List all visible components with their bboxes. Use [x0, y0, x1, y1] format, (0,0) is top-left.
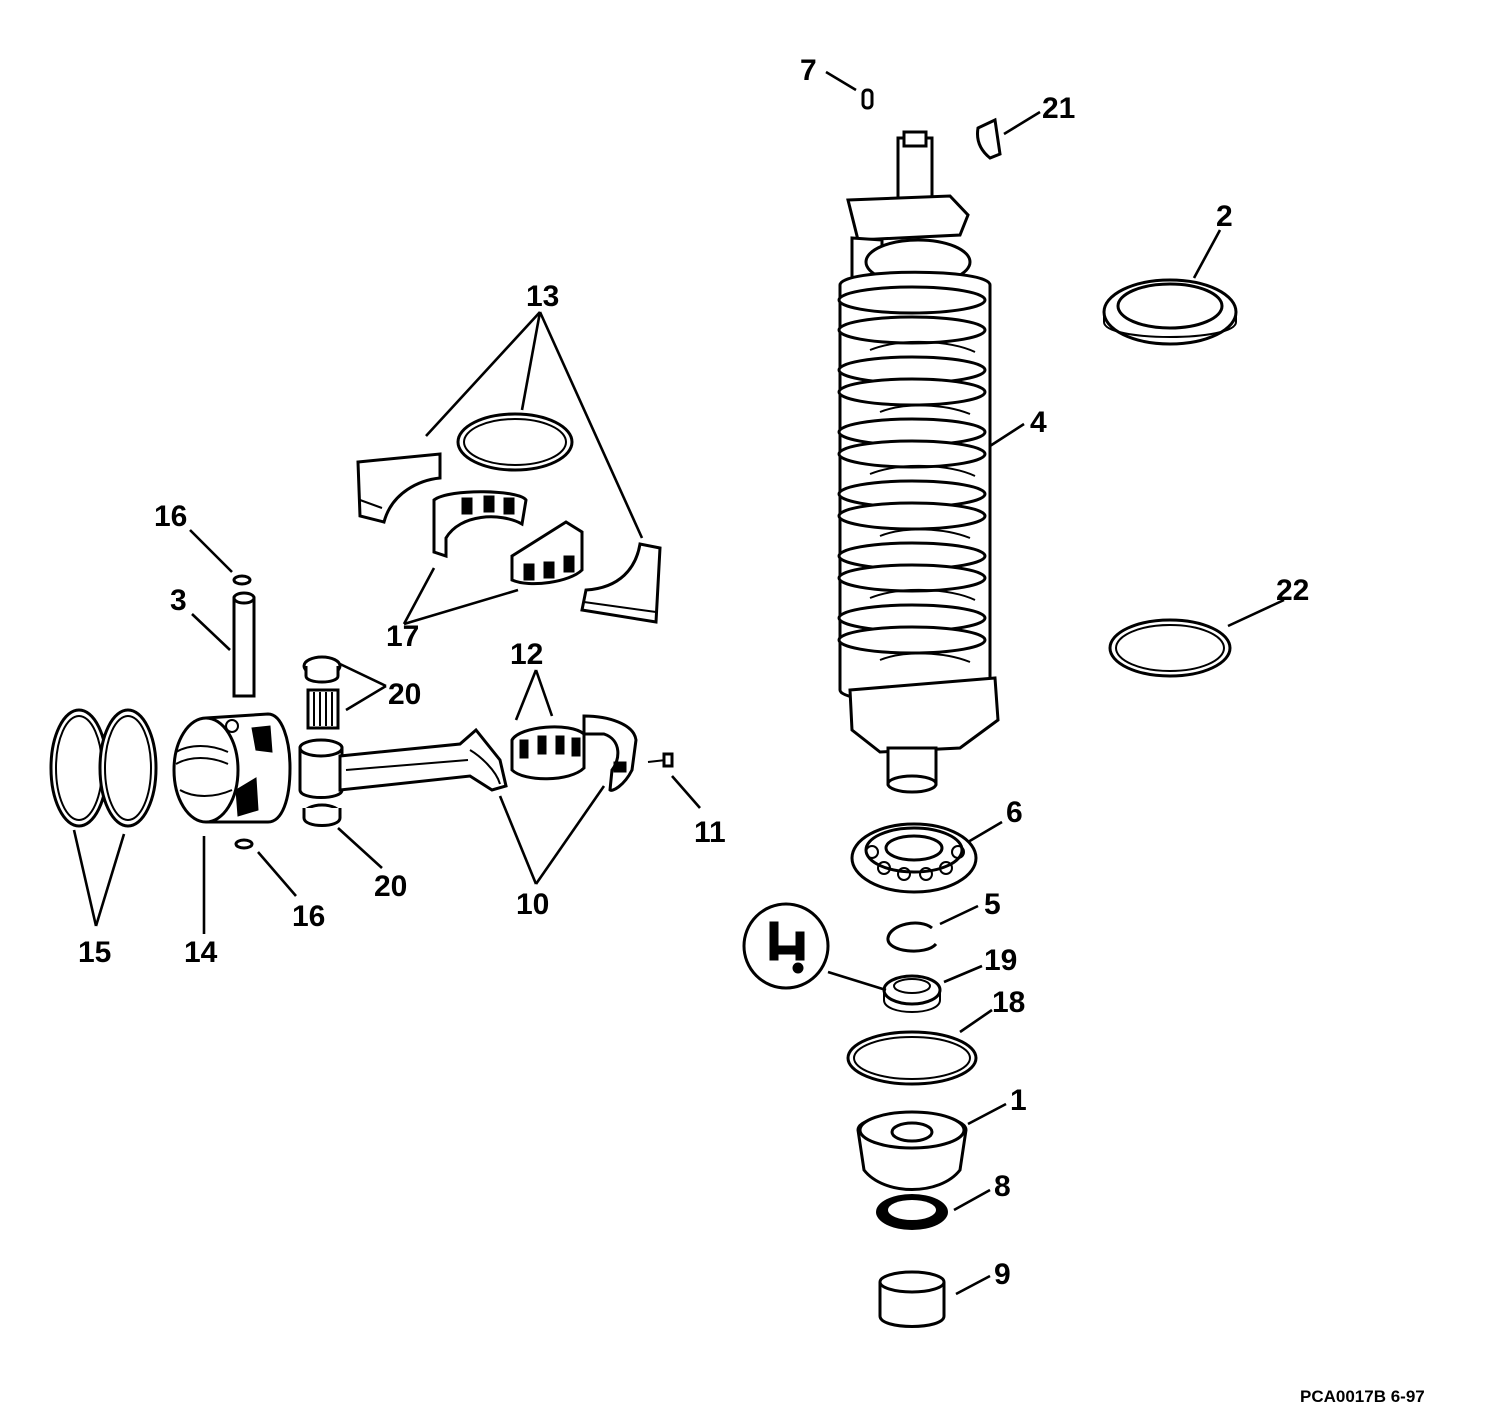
part-12-needle-cage	[510, 725, 586, 781]
part-13-bearing-set	[356, 412, 662, 624]
callout-labels: 7 21 2 4 22 6 5 19 18 1 8 9 13 17 16 3 2…	[78, 54, 1309, 1291]
callout-17: 17	[386, 620, 419, 653]
part-21-key	[976, 117, 1002, 160]
callout-4: 4	[1030, 406, 1047, 439]
callout-20-top: 20	[388, 678, 421, 711]
part-17-needle-cages	[432, 490, 584, 586]
part-20-washers-and-bearing	[302, 655, 342, 827]
callout-8: 8	[994, 1170, 1011, 1203]
callout-6: 6	[1006, 796, 1023, 829]
part-16-clip-top	[232, 574, 252, 586]
callout-16-top: 16	[154, 500, 187, 533]
part-7-pin	[861, 88, 874, 110]
connecting-rod	[298, 727, 508, 799]
part-15-piston-rings	[49, 708, 158, 828]
part-11-screw	[647, 752, 674, 768]
leader-lines	[72, 70, 1285, 1296]
part-1-retainer-housing	[856, 1110, 968, 1191]
part-14-piston	[172, 712, 292, 824]
inset-detail-circle	[742, 902, 830, 990]
callout-1: 1	[1010, 1084, 1027, 1117]
part-22-o-ring	[1108, 618, 1232, 678]
callout-5: 5	[984, 888, 1001, 921]
crankshaft	[837, 130, 1000, 794]
callout-14: 14	[184, 936, 218, 969]
callout-22: 22	[1276, 574, 1309, 607]
callout-21: 21	[1042, 92, 1075, 125]
part-16-clip-bottom	[234, 838, 254, 850]
part-3-piston-pin	[232, 591, 256, 698]
part-8-seal	[876, 1194, 948, 1230]
callout-16-bottom: 16	[292, 900, 325, 933]
figure-code: PCA0017B 6-97	[1300, 1387, 1425, 1406]
callout-15: 15	[78, 936, 111, 969]
callout-18: 18	[992, 986, 1025, 1019]
callout-19: 19	[984, 944, 1017, 977]
callout-7: 7	[800, 54, 817, 87]
callout-12: 12	[510, 638, 543, 671]
part-10-rod-cap	[582, 714, 638, 792]
callout-3: 3	[170, 584, 187, 617]
callout-13: 13	[526, 280, 559, 313]
callout-10: 10	[516, 888, 549, 921]
part-5-retaining-ring	[886, 921, 938, 953]
callout-9: 9	[994, 1258, 1011, 1291]
part-18-o-ring	[846, 1030, 978, 1086]
part-9-sleeve	[878, 1270, 946, 1328]
part-6-ball-bearing	[850, 822, 978, 894]
callout-20-bottom: 20	[374, 870, 407, 903]
callout-2: 2	[1216, 200, 1233, 233]
part-2-seal-ring	[1102, 278, 1238, 346]
part-19-seal	[882, 974, 942, 1013]
callout-11: 11	[694, 816, 726, 849]
